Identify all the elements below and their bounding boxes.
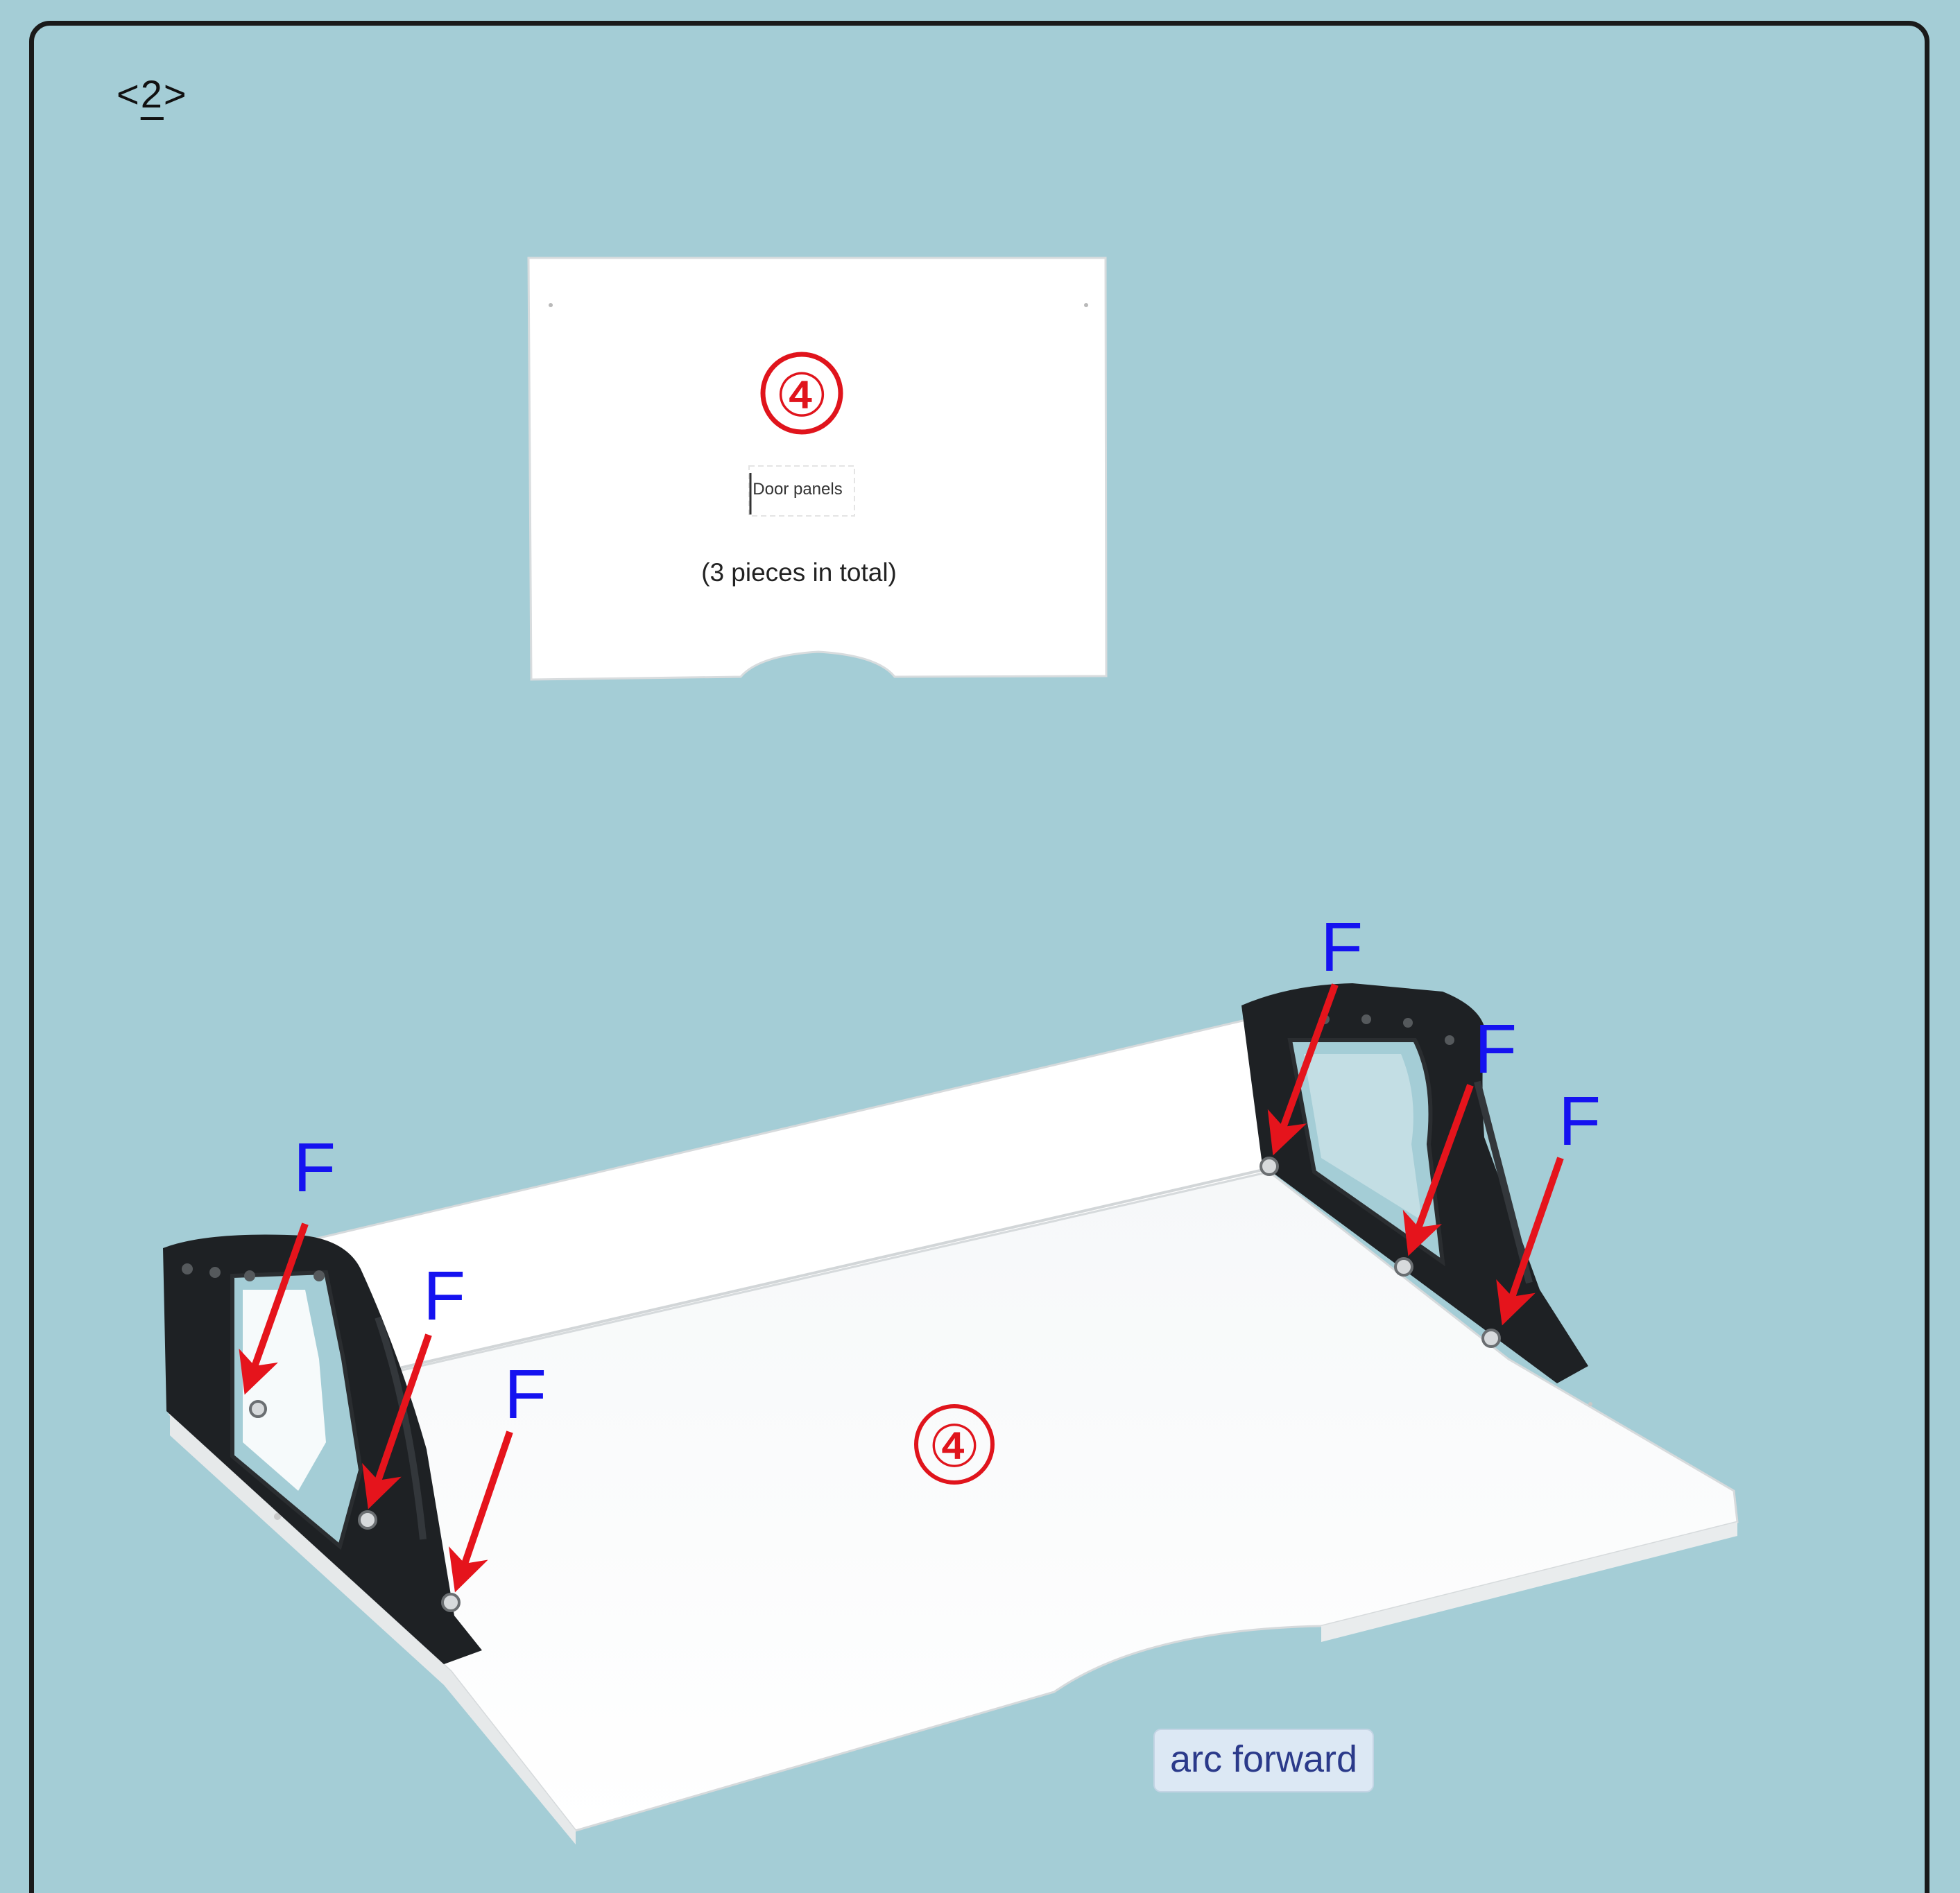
right-screw-3 xyxy=(1483,1330,1499,1347)
f-label-left-1: F xyxy=(293,1129,336,1207)
f-label-right-3: F xyxy=(1558,1082,1601,1160)
orientation-note: arc forward xyxy=(1170,1738,1357,1780)
f-label-left-3: F xyxy=(504,1356,547,1433)
left-screw-2 xyxy=(359,1512,376,1528)
left-screw-1 xyxy=(250,1401,266,1417)
f-label-right-1: F xyxy=(1321,908,1363,986)
left-screw-3 xyxy=(442,1594,459,1611)
door-panel-quantity: (3 pieces in total) xyxy=(701,558,897,587)
right-screw-1 xyxy=(1261,1158,1278,1175)
f-label-right-2: F xyxy=(1475,1010,1517,1088)
right-screw-2 xyxy=(1395,1259,1412,1275)
main-panel-number: ④ xyxy=(928,1412,980,1480)
door-panel-name: Door panels xyxy=(753,480,842,499)
f-label-left-2: F xyxy=(423,1257,465,1335)
door-panel-part: ④ Door panels (3 pieces in total) xyxy=(528,258,1106,680)
door-panel-number: ④ xyxy=(775,361,828,431)
